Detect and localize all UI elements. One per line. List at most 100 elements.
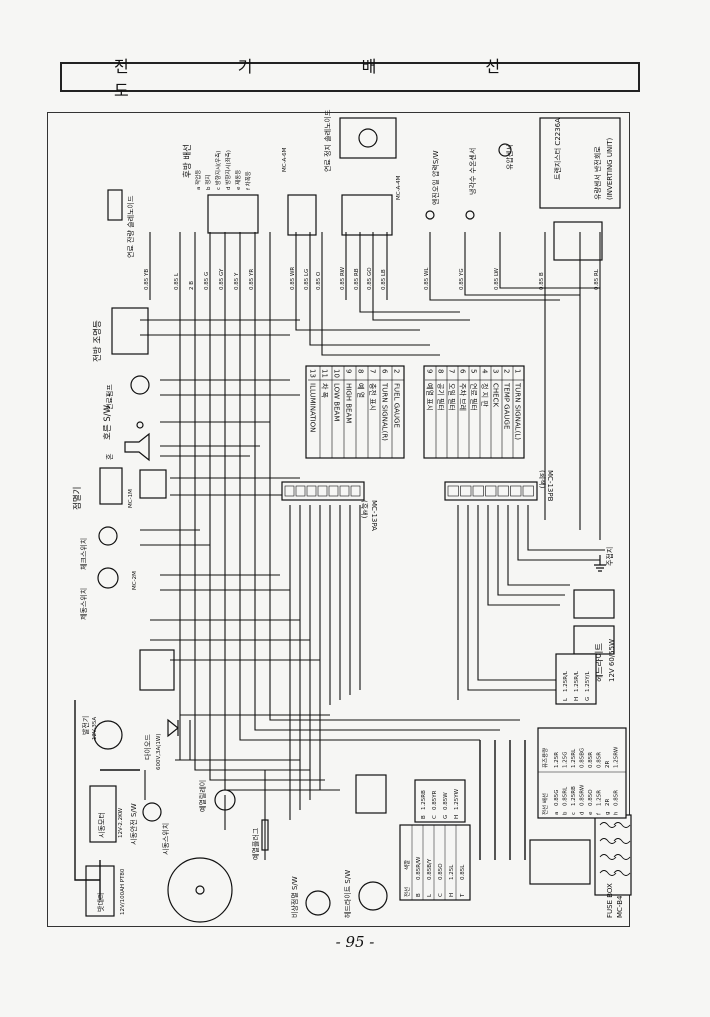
- table-cell: 0.85G: [554, 789, 560, 806]
- wire-color-label: 0.85 GY: [219, 268, 225, 290]
- table-cell: 0.85RL: [563, 786, 569, 806]
- transistor-label: 트랜지스터 C2236A: [553, 118, 562, 180]
- table-header: 퓨즈용량: [542, 748, 549, 768]
- pin-number: 2: [393, 369, 401, 373]
- connector-pin: [472, 485, 484, 497]
- table-header: 전선 배선: [541, 793, 549, 815]
- fuse-icon: [613, 838, 631, 844]
- connector-pin: [328, 485, 339, 497]
- connector-pin: [306, 485, 317, 497]
- wire-color-label: 0.85 WR: [290, 267, 296, 290]
- connector-13pa: MC-13PA (흑색): [281, 481, 378, 531]
- starter-spec: 12V-2.2KW: [118, 807, 124, 838]
- rear-lamp-item: a 작업등: [194, 170, 202, 190]
- table-cell: L: [563, 697, 569, 701]
- oil-sensor-label: 유압센서: [505, 144, 514, 170]
- headlight-spec: 12V 60/55W: [608, 639, 616, 682]
- title-box: 전 기 배 선 도: [60, 57, 640, 100]
- fuse-icon: [613, 870, 631, 876]
- pin-number: 8: [357, 369, 365, 373]
- table-cell: 0.85W: [443, 792, 449, 810]
- key-switch-label: 시동스위치: [161, 823, 170, 855]
- fuse-icon: [613, 822, 631, 828]
- table-cell: f: [597, 812, 603, 815]
- page-title: 전 기 배 선 도: [114, 57, 553, 100]
- connector-pin: [339, 485, 350, 497]
- wire-color-label: 0.85 YR: [249, 269, 255, 290]
- wire-bundle: [74, 232, 605, 900]
- table-cell: 0.85YR: [432, 790, 438, 810]
- wire-color-label: 2 B: [189, 281, 195, 290]
- table-cell: 1.25Y/L: [585, 671, 591, 692]
- pin-number: 2: [503, 369, 511, 373]
- pin-number: 4: [481, 369, 489, 374]
- table-cell: c: [571, 812, 577, 815]
- table-cell: B: [421, 815, 427, 819]
- table-cell: 1.25R/L: [574, 670, 580, 692]
- connector-pin: [295, 485, 306, 497]
- table-header: 색깔: [403, 860, 411, 870]
- connector-pin: [510, 485, 522, 497]
- table-cell: 0.85O: [588, 789, 594, 806]
- inverting-unit-en: (INVERTING UNIT): [606, 137, 614, 200]
- connector-pin: [447, 485, 459, 497]
- headlight-switch[interactable]: 헤드라이트 S/W: [343, 774, 388, 918]
- brake-switch-label: 제동스위치: [79, 588, 88, 620]
- table-cell: 0.85R/W: [416, 856, 422, 880]
- table-cell: 1.25YW: [454, 788, 460, 810]
- fuel-pump-label: 연료펌프: [105, 384, 114, 410]
- wire-color-label: 0.85 RW: [340, 266, 346, 290]
- hazard-switch[interactable]: 비상점멸 S/W: [290, 876, 331, 918]
- check-switch-label: 체크스위치: [79, 538, 88, 570]
- headlight-label: 헤드라이트: [594, 643, 605, 682]
- table-cell: 1.25R: [554, 752, 560, 768]
- table-cell: a: [554, 812, 560, 815]
- table-cell: 0.85R: [588, 752, 594, 768]
- table-cell: H: [574, 697, 580, 701]
- stop-solenoid-label: 연료 정지 솔레노이드: [323, 109, 332, 172]
- pin-label: 오일 필터: [448, 383, 457, 411]
- wire-color-label: 0.85 YB: [144, 269, 150, 290]
- table-cell: 1.25R/L: [563, 670, 569, 692]
- pin-label: TURN SIGNAL(L): [514, 382, 522, 440]
- mc-1m-label: MC-1M: [128, 489, 134, 508]
- pin-label: CHECK: [492, 383, 500, 407]
- rear-lamp-item: f 차폭등: [244, 171, 252, 190]
- pin-number: 6: [459, 369, 467, 374]
- wire-color-label: 0.85 GO: [367, 267, 373, 290]
- ground-label: 주접지: [605, 547, 614, 566]
- starter-motor-label: 시동모터: [97, 812, 106, 838]
- rear-lamp-item: c 방향지시(우측): [214, 151, 222, 190]
- inverting-unit-label: 유량센서 반전회로: [593, 146, 602, 200]
- connector-13pb: MC-13PB (회색): [444, 470, 554, 502]
- pin-number: 11: [321, 369, 329, 378]
- diagram-frame: [47, 112, 630, 927]
- pin-label: 정 지 판: [481, 383, 490, 407]
- connector-13pb-label: MC-13PB: [546, 470, 554, 502]
- pin-number: 10: [333, 369, 341, 378]
- pin-label: 차 폭: [321, 383, 330, 399]
- pin-number: 8: [437, 369, 445, 373]
- pin-number: 3: [492, 369, 500, 373]
- table-cell: C: [438, 893, 444, 897]
- fuse-box-code: MC-B4: [616, 895, 624, 918]
- connector-13pb-sub: (회색): [538, 470, 547, 489]
- glow-system: 예열릴레이 예열플러그: [198, 780, 269, 860]
- pin-label: 충전 표시: [369, 383, 378, 411]
- fuse-icon: [599, 822, 617, 828]
- fuse-icon: [613, 854, 631, 860]
- mc-a6m-label: MC-A-6M: [282, 147, 288, 172]
- pin-number: 5: [470, 369, 478, 373]
- page-number: - 95 -: [335, 933, 375, 951]
- connector-pin: [497, 485, 509, 497]
- table-cell: e: [588, 811, 594, 815]
- connector-pin: [522, 485, 534, 497]
- relay-code-label: MC-A-4M: [396, 175, 402, 200]
- connector-13pa-sub: (흑색): [360, 500, 369, 519]
- connector-13pa-label: MC-13PA: [370, 500, 378, 531]
- horn-label: 혼: [105, 453, 114, 460]
- rear-lamp-item: b 정지: [204, 175, 212, 190]
- rear-lamp-label: 후방 배선: [182, 144, 193, 178]
- key-switch[interactable]: 시동스위치: [161, 823, 233, 923]
